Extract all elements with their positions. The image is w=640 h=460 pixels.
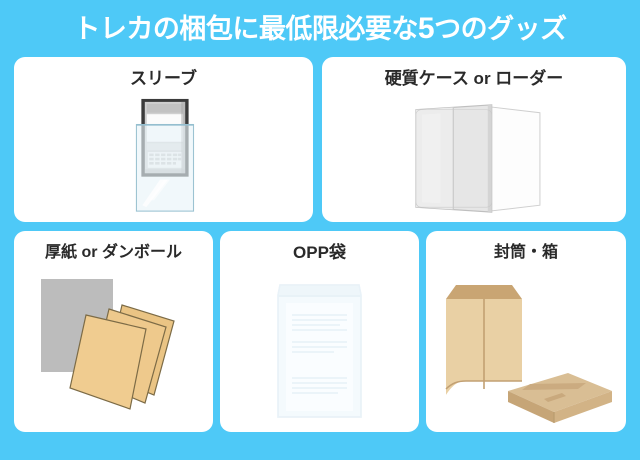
opp-bag-icon [277, 284, 362, 418]
page-title: トレカの梱包に最低限必要な5つのグッズ [73, 11, 567, 45]
card-envelope-and-box[interactable]: 封筒・箱 [426, 231, 626, 432]
hard-case-icon [415, 104, 541, 213]
card-title-thick-paper-or-cardboard: 厚紙 or ダンボール [45, 244, 182, 261]
card-sleeve[interactable]: スリーブ [14, 57, 313, 222]
page-title-part-2: つのグッズ [434, 13, 567, 44]
card-opp-bag[interactable]: OPP袋 [220, 231, 419, 432]
page-title-part-1: トレカの梱包に最低限必要な [73, 13, 418, 44]
cardboard-illustration [14, 271, 213, 428]
card-grid: スリーブ [14, 57, 626, 432]
hard-case-illustration [322, 95, 626, 218]
cardboard-sheets-icon [41, 279, 175, 410]
card-title-sleeve: スリーブ [130, 69, 197, 88]
page-title-number: 5 [417, 11, 435, 45]
poster-header: トレカの梱包に最低限必要な5つのグッズ [0, 0, 640, 57]
envelope-and-box-icon [445, 285, 612, 423]
sleeve-icon [135, 98, 195, 212]
envelope-box-illustration [426, 271, 626, 428]
opp-bag-illustration [220, 271, 419, 428]
card-thick-paper-or-cardboard[interactable]: 厚紙 or ダンボール [14, 231, 213, 432]
card-title-envelope-and-box: 封筒・箱 [493, 244, 558, 261]
sleeve-illustration [14, 95, 313, 218]
card-hard-case-or-loader[interactable]: 硬質ケース or ローダー [322, 57, 626, 222]
card-title-hard-case-or-loader: 硬質ケース or ローダー [384, 69, 564, 88]
card-title-opp-bag: OPP袋 [293, 243, 346, 262]
